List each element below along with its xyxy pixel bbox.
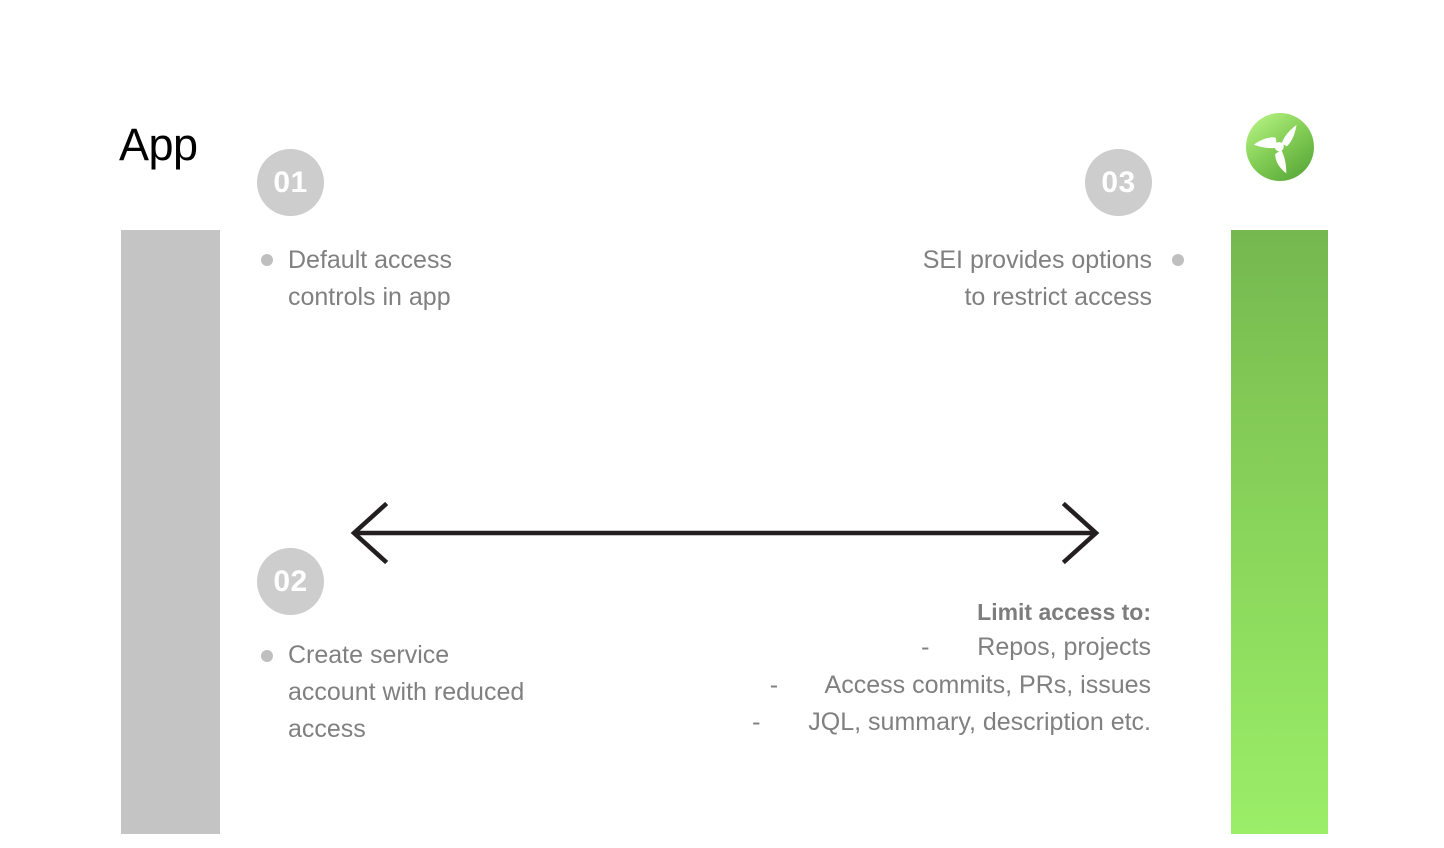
limit-access-item-label: Repos, projects (977, 633, 1151, 661)
limit-access-item-label: JQL, summary, description etc. (808, 708, 1151, 736)
step-text-01: Default access controls in app (288, 246, 452, 311)
limit-access-item: - JQL, summary, description etc. (651, 704, 1151, 742)
bullet-dot-01 (261, 254, 273, 266)
propeller-logo-icon (1246, 113, 1314, 181)
double-headed-arrow (345, 495, 1105, 571)
step-badge-02: 02 (257, 548, 324, 615)
page-title: App (119, 119, 198, 170)
step-text-03: SEI provides options to restrict access (922, 246, 1152, 311)
bullet-dot-02 (261, 650, 273, 662)
propeller-logo (1245, 112, 1315, 182)
app-column-bar (121, 230, 220, 834)
step-badge-03: 03 (1085, 149, 1152, 216)
step-text-02: Create service account with reduced acce… (288, 641, 525, 743)
limit-access-heading: Limit access to: (977, 599, 1151, 625)
double-headed-arrow-icon (350, 501, 1100, 565)
limit-access-item: - Repos, projects (651, 629, 1151, 667)
bullet-dot-03 (1172, 254, 1184, 266)
sei-column-bar (1231, 230, 1328, 834)
limit-access-item-label: Access commits, PRs, issues (824, 670, 1151, 699)
limit-access-item: - Access commits, PRs, issues (651, 667, 1151, 705)
list-dash: - (752, 708, 761, 736)
limit-access-block: Limit access to: - Repos, projects - Acc… (651, 596, 1151, 742)
step-badge-01: 01 (257, 149, 324, 216)
list-dash: - (769, 670, 779, 699)
list-dash: - (921, 633, 930, 661)
